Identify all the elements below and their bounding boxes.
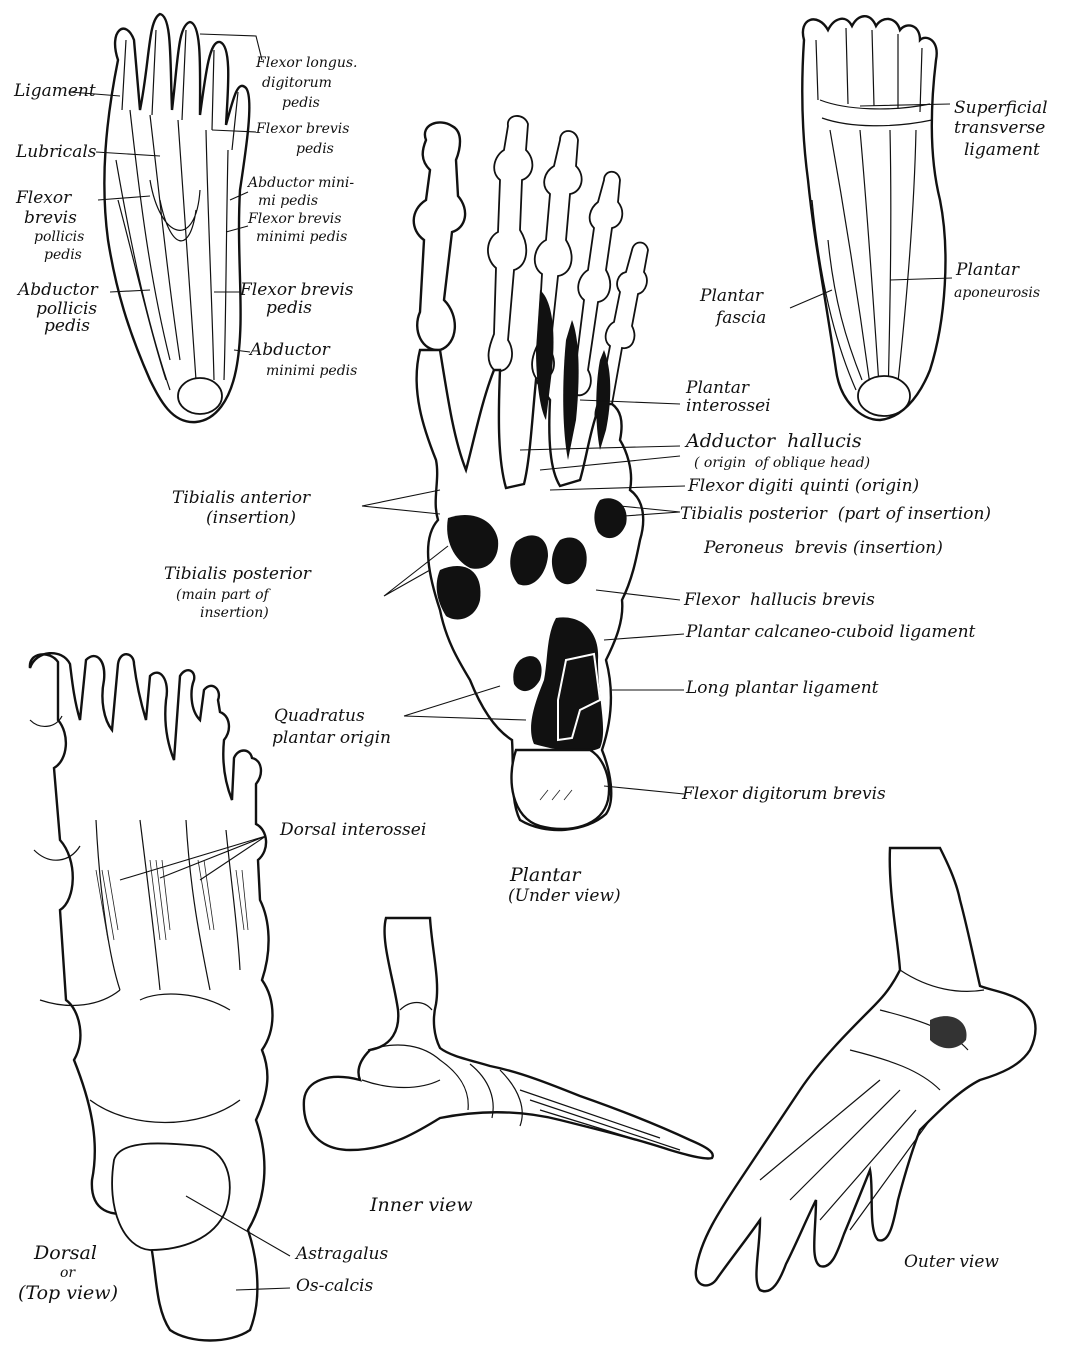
label-os-calcis: Os-calcis bbox=[296, 1278, 373, 1295]
label-plantar-calcaneo-cuboid: Plantar calcaneo-cuboid ligament bbox=[686, 624, 975, 641]
label-flexor-longus-3: pedis bbox=[282, 96, 320, 110]
label-plantar-interossei-2: interossei bbox=[686, 398, 771, 415]
label-plantar-aponeurosis-1: Plantar bbox=[956, 262, 1019, 279]
caption-dorsal-2: or bbox=[60, 1266, 75, 1280]
label-tibialis-anterior-1: Tibialis anterior bbox=[172, 490, 310, 507]
label-tibialis-anterior-2: (insertion) bbox=[206, 510, 296, 527]
label-flexor-brevis-minimi-2: minimi pedis bbox=[256, 230, 347, 244]
caption-plantar-2: (Under view) bbox=[508, 888, 621, 905]
label-flexor-brevis-pedis2-2: pedis bbox=[266, 300, 312, 317]
label-adductor-hallucis-1: Adductor hallucis bbox=[686, 432, 862, 451]
label-lubricals: Lubricals bbox=[16, 144, 97, 161]
caption-dorsal-1: Dorsal bbox=[34, 1244, 97, 1263]
label-plantar-fascia-1: Plantar bbox=[700, 288, 763, 305]
label-superficial-2: transverse bbox=[954, 120, 1045, 137]
caption-inner-view: Inner view bbox=[370, 1196, 473, 1215]
label-tibialis-posterior-main-3: insertion) bbox=[200, 606, 269, 620]
inner-view-figure bbox=[304, 918, 713, 1159]
outer-view-figure bbox=[696, 848, 1036, 1291]
label-superficial-1: Superficial bbox=[954, 100, 1048, 117]
label-abductor-pollicis-1: Abductor bbox=[18, 282, 98, 299]
label-peroneus-brevis: Peroneus brevis (insertion) bbox=[704, 540, 943, 557]
label-dorsal-interossei: Dorsal interossei bbox=[280, 822, 426, 839]
label-abductor-minimi-pedis-2: minimi pedis bbox=[266, 364, 357, 378]
label-plantar-interossei-1: Plantar bbox=[686, 380, 749, 397]
label-flexor-brevis-1: Flexor brevis bbox=[256, 122, 349, 136]
label-abductor-minimi-1: Abductor mini- bbox=[248, 176, 354, 190]
caption-dorsal-3: (Top view) bbox=[18, 1284, 118, 1303]
plantar-muscles-figure bbox=[70, 14, 262, 422]
label-flexor-longus-2: digitorum bbox=[262, 76, 332, 90]
label-flexor-brevis-2: pedis bbox=[296, 142, 334, 156]
label-tibialis-posterior-main-2: (main part of bbox=[176, 588, 269, 602]
plantar-skeleton-figure bbox=[362, 116, 685, 830]
label-plantar-aponeurosis-2: aponeurosis bbox=[954, 286, 1040, 300]
label-adductor-hallucis-2: ( origin of oblique head) bbox=[694, 456, 870, 470]
label-plantar-fascia-2: fascia bbox=[716, 310, 766, 327]
label-quadratus-2: plantar origin bbox=[272, 730, 391, 747]
label-flexor-pollicis-2: brevis bbox=[24, 210, 77, 227]
label-flexor-pollicis-4: pedis bbox=[44, 248, 82, 262]
label-flexor-hallucis-brevis: Flexor hallucis brevis bbox=[684, 592, 875, 609]
label-flexor-digitorum-brevis: Flexor digitorum brevis bbox=[682, 786, 886, 803]
caption-plantar-1: Plantar bbox=[510, 866, 580, 885]
label-flexor-brevis-pedis2-1: Flexor brevis bbox=[240, 282, 353, 299]
label-abductor-minimi-pedis-1: Abductor bbox=[250, 342, 330, 359]
plantar-aponeurosis-figure bbox=[790, 16, 952, 420]
label-flexor-brevis-minimi-1: Flexor brevis bbox=[248, 212, 341, 226]
label-ligament: Ligament bbox=[14, 83, 96, 100]
label-tibialis-posterior-main-1: Tibialis posterior bbox=[164, 566, 311, 583]
label-flexor-pollicis-3: pollicis bbox=[34, 230, 84, 244]
label-long-plantar-ligament: Long plantar ligament bbox=[686, 680, 879, 697]
label-flexor-digiti-quinti: Flexor digiti quinti (origin) bbox=[688, 478, 919, 495]
dorsal-skeleton-figure bbox=[30, 653, 290, 1340]
caption-outer-view: Outer view bbox=[904, 1254, 999, 1271]
label-astragalus: Astragalus bbox=[296, 1246, 388, 1263]
label-superficial-3: ligament bbox=[964, 142, 1040, 159]
label-abductor-pollicis-3: pedis bbox=[44, 318, 90, 335]
label-flexor-pollicis-1: Flexor bbox=[16, 190, 71, 207]
label-tibialis-posterior-part: Tibialis posterior (part of insertion) bbox=[680, 506, 991, 523]
label-quadratus-1: Quadratus bbox=[274, 708, 365, 725]
label-abductor-minimi-2: mi pedis bbox=[258, 194, 318, 208]
label-flexor-longus-1: Flexor longus. bbox=[256, 56, 357, 70]
